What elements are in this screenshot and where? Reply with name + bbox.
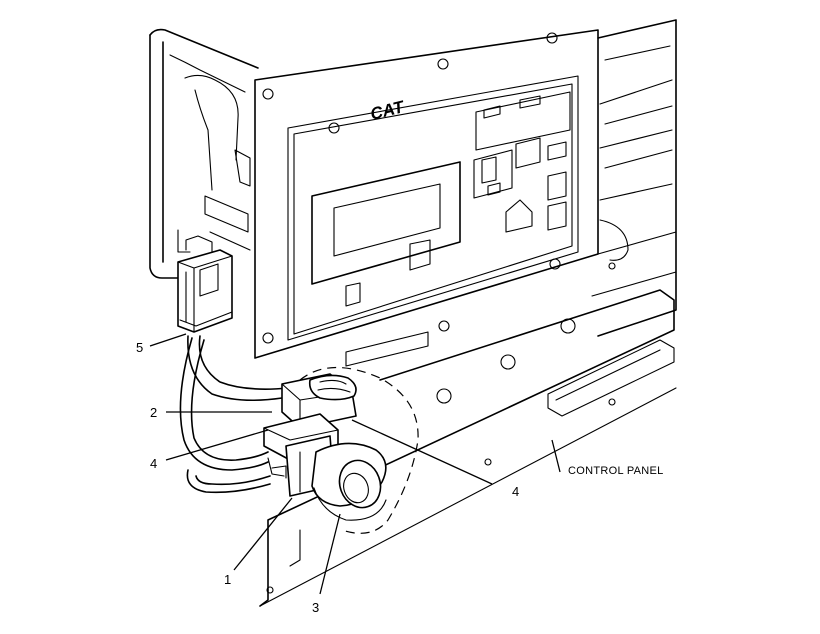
- callout-labels: 5 2 4 4 1 3 CONTROL PANEL: [136, 340, 664, 615]
- callout-3: 3: [312, 600, 319, 615]
- callout-2: 2: [150, 405, 157, 420]
- lower-strip: [345, 331, 429, 367]
- detail-bubble: [299, 366, 419, 534]
- callout-4-left: 4: [150, 456, 157, 471]
- callout-5: 5: [136, 340, 143, 355]
- leader-lines: [149, 333, 561, 595]
- callout-4-right: 4: [512, 484, 519, 499]
- switch-assembly: [263, 373, 387, 521]
- back-plate: [254, 29, 599, 359]
- keypad: [473, 91, 571, 233]
- callout-1: 1: [224, 572, 231, 587]
- control-panel-plate: [259, 19, 677, 607]
- control-panel-label: CONTROL PANEL: [568, 465, 664, 477]
- rear-housing: [149, 28, 259, 279]
- display-window: [311, 161, 461, 307]
- wire-connector: [177, 235, 233, 333]
- wire-harness: [179, 335, 289, 494]
- cat-logo: CAT: [368, 97, 407, 124]
